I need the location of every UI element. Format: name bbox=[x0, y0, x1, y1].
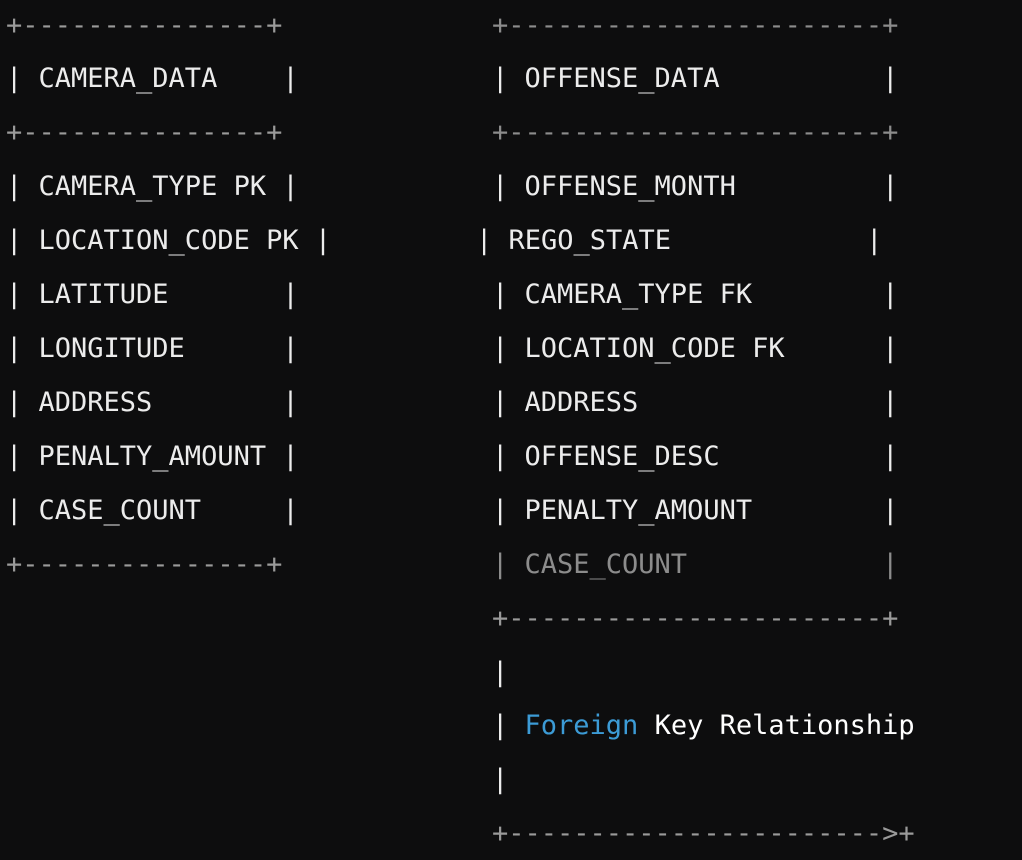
relationship-keyword: Foreign bbox=[524, 710, 639, 741]
camera-data-row-penalty-amount: | PENALTY_AMOUNT | bbox=[6, 441, 299, 472]
offense-data-bottom-border: +-----------------------+ bbox=[492, 603, 899, 634]
relationship-label: | Foreign Key Relationship bbox=[492, 709, 915, 743]
offense-data-header-border: +-----------------------+ bbox=[492, 117, 899, 148]
camera-data-header-border: +---------------+ bbox=[6, 117, 283, 148]
offense-data-row-case-count: | CASE_COUNT | bbox=[492, 549, 899, 580]
camera-data-bottom-border: +---------------+ bbox=[6, 549, 283, 580]
camera-data-top-border: +---------------+ bbox=[6, 10, 283, 41]
offense-data-row-offense-desc: | OFFENSE_DESC | bbox=[492, 441, 899, 472]
relationship-pipe-bottom: | bbox=[492, 764, 509, 795]
camera-data-row-camera-type: | CAMERA_TYPE PK | bbox=[6, 171, 299, 202]
camera-data-table-header: | CAMERA_DATA | bbox=[6, 63, 299, 94]
relationship-pipe-top: | bbox=[492, 657, 509, 688]
offense-data-top-border: +-----------------------+ bbox=[492, 10, 899, 41]
camera-data-row-location-code: | LOCATION_CODE PK | bbox=[6, 225, 332, 256]
camera-data-row-address: | ADDRESS | bbox=[6, 387, 299, 418]
offense-data-table-header: | OFFENSE_DATA | bbox=[492, 63, 899, 94]
offense-data-row-rego-state: | REGO_STATE | bbox=[476, 225, 883, 256]
offense-data-row-location-code: | LOCATION_CODE FK | bbox=[492, 333, 899, 364]
offense-data-row-camera-type: | CAMERA_TYPE FK | bbox=[492, 279, 899, 310]
camera-data-row-longitude: | LONGITUDE | bbox=[6, 333, 299, 364]
relationship-arrow: +----------------------->+ bbox=[492, 818, 915, 849]
relationship-label-prefix: | bbox=[492, 710, 525, 741]
offense-data-row-penalty-amount: | PENALTY_AMOUNT | bbox=[492, 495, 899, 526]
offense-data-row-address: | ADDRESS | bbox=[492, 387, 899, 418]
offense-data-row-offense-month: | OFFENSE_MONTH | bbox=[492, 171, 899, 202]
camera-data-row-case-count: | CASE_COUNT | bbox=[6, 495, 299, 526]
relationship-label-text: Key Relationship bbox=[638, 710, 915, 741]
camera-data-row-latitude: | LATITUDE | bbox=[6, 279, 299, 310]
